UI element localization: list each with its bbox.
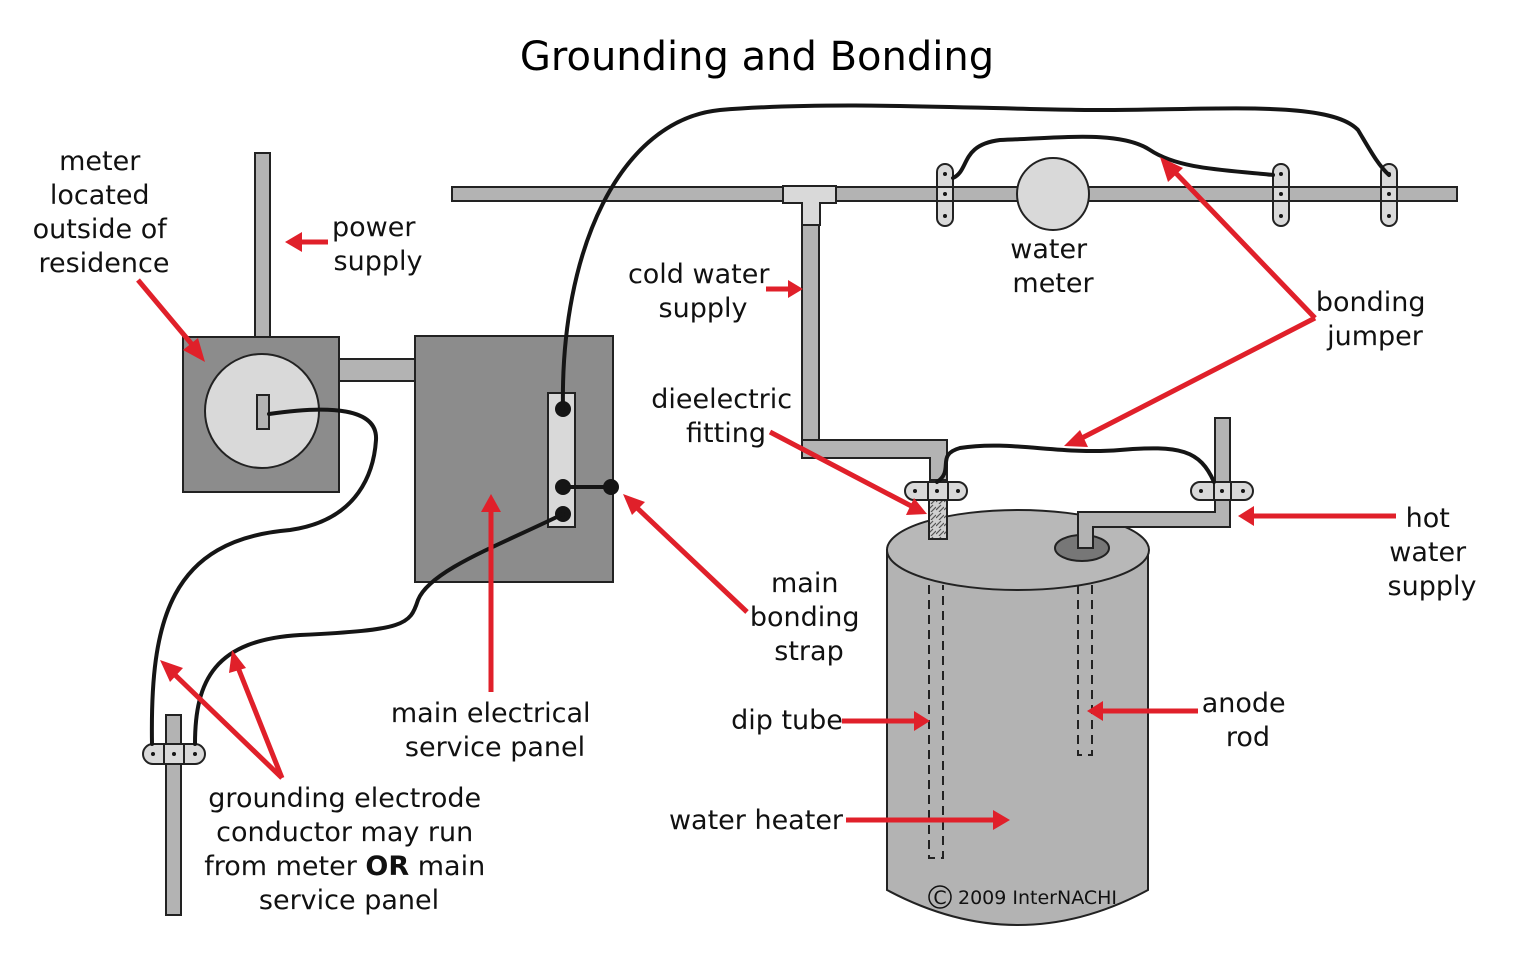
arrow-power-supply xyxy=(285,232,328,252)
arrow-main-bonding-strap xyxy=(623,494,749,614)
power-supply-mast xyxy=(254,152,271,340)
svg-text:2009 InterNACHI: 2009 InterNACHI xyxy=(958,887,1117,909)
meter-to-panel-conduit xyxy=(337,358,417,382)
arrow-water-heater xyxy=(846,810,1010,830)
pipe-clamp-left xyxy=(936,163,954,227)
copyright-icon xyxy=(928,885,952,909)
cold-water-main-pipe xyxy=(451,186,1458,202)
cold-water-branch-pipe xyxy=(801,199,820,451)
meter-terminal xyxy=(256,394,270,430)
label-water-meter: water meter xyxy=(1010,234,1096,299)
arrow-bonding-jumper-top xyxy=(1160,157,1317,320)
arrow-dip-tube xyxy=(842,711,930,731)
arrow-main-panel xyxy=(481,494,501,692)
label-grounding-electrode-conductor: grounding electrode conductor may run fr… xyxy=(204,783,494,916)
main-service-panel xyxy=(414,335,614,583)
label-meter-location: meter located outside of residence xyxy=(33,146,176,279)
pipe-clamp-right xyxy=(1380,163,1398,227)
bus-terminal-middle xyxy=(555,479,571,495)
gec-from-meter-wire xyxy=(149,407,379,746)
tee-fitting xyxy=(782,185,837,226)
cold-water-elbow xyxy=(801,439,948,481)
label-dip-tube: dip tube xyxy=(731,705,843,736)
water-heater-tank xyxy=(886,509,1150,926)
emphasis-or: OR xyxy=(365,851,409,882)
ground-rod-clamp xyxy=(142,743,206,765)
label-power-supply: power supply xyxy=(332,212,424,277)
label-water-heater: water heater xyxy=(669,805,844,836)
label-dielectric-fitting: dieelectric fitting xyxy=(651,384,800,449)
arrow-meter-location xyxy=(136,278,205,362)
water-heater-bonding-jumper xyxy=(935,443,1216,484)
arrow-anode-rod xyxy=(1087,701,1198,721)
copyright-notice: C 2009 InterNACHI xyxy=(928,885,1117,909)
dielectric-fitting xyxy=(928,496,948,540)
hot-side-clamp xyxy=(1190,481,1254,501)
label-main-bonding-strap: main bonding strap xyxy=(750,568,868,667)
arrow-dielectric-fitting xyxy=(768,429,927,515)
arrow-gec-panel xyxy=(229,650,285,779)
diagram-title: Grounding and Bonding xyxy=(520,34,994,80)
label-cold-water-supply: cold water supply xyxy=(628,259,778,324)
gec-from-panel-wire xyxy=(193,512,565,746)
svg-text:C: C xyxy=(933,887,946,909)
label-hot-water-supply: hot water supply xyxy=(1388,503,1477,602)
cold-side-clamp xyxy=(904,481,968,501)
arrow-bonding-jumper-heater xyxy=(1064,315,1317,447)
label-bonding-jumper: bonding jumper xyxy=(1316,287,1434,352)
panel-enclosure-bond-point xyxy=(603,479,619,495)
arrow-hot-water-supply xyxy=(1238,506,1396,526)
pipe-clamp-middle xyxy=(1272,163,1290,227)
label-anode-rod: anode rod xyxy=(1202,688,1295,753)
bonding-jumper-wire-panel xyxy=(560,103,1391,411)
water-meter xyxy=(1016,157,1090,231)
arrow-cold-water-supply xyxy=(766,280,803,298)
arrow-gec-meter xyxy=(160,660,284,780)
label-main-panel: main electrical service panel xyxy=(391,698,599,763)
water-meter-bypass-jumper xyxy=(951,134,1275,180)
hot-water-supply-pipe xyxy=(1077,417,1231,549)
